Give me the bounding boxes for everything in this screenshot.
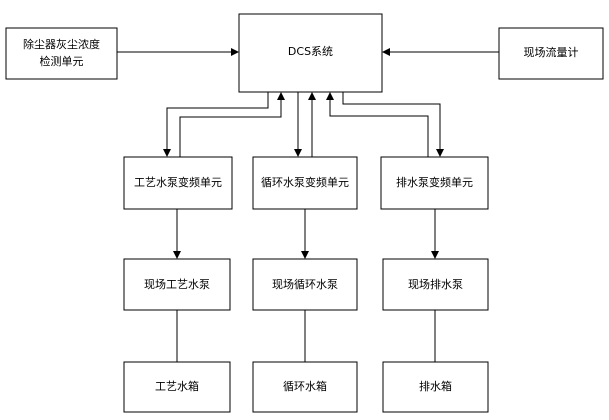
node-dcs-system: DCS系统 [238,13,383,93]
node-circulation-vfd: 循环水泵变频单元 [252,156,358,210]
node-process-vfd-label: 工艺水泵变频单元 [134,175,222,189]
node-process-vfd: 工艺水泵变频单元 [123,156,233,210]
node-process-pump-label: 现场工艺水泵 [144,277,210,291]
node-drain-vfd-label: 排水泵变频单元 [396,175,473,189]
node-circulation-pump: 现场循环水泵 [252,258,358,311]
arrow-dcs-to-drain-vfd [342,92,444,157]
node-flowmeter-label: 现场流量计 [524,45,579,59]
node-drain-pump: 现场排水泵 [382,258,489,311]
node-flowmeter: 现场流量计 [498,27,604,80]
node-circulation-vfd-label: 循环水泵变频单元 [261,175,349,189]
node-process-tank-label: 工艺水箱 [155,379,199,393]
node-dcs-system-label: DCS系统 [288,45,333,58]
arrow-drain-vfd-to-pump [431,209,439,259]
node-circulation-pump-label: 现场循环水泵 [272,277,338,291]
node-drain-vfd: 排水泵变频单元 [380,156,489,210]
node-drain-pump-label: 现场排水泵 [408,277,463,291]
arrow-flowmeter-to-dcs [382,48,499,56]
arrow-dust-monitor-to-dcs [117,48,239,56]
arrow-dcs-to-process-vfd [163,92,269,157]
node-dust-monitor: 除尘器灰尘浓度 检测单元 [5,27,118,80]
arrow-circulation-vfd-to-dcs [308,92,316,157]
arrow-circulation-vfd-to-pump [301,209,309,259]
node-process-pump: 现场工艺水泵 [123,258,231,311]
arrow-dcs-to-circulation-vfd [294,92,302,157]
node-drain-tank: 排水箱 [382,361,489,413]
node-dust-monitor-label-line2: 检测单元 [40,54,84,68]
arrow-drain-vfd-to-dcs [326,92,429,157]
arrow-process-vfd-to-pump [173,209,181,259]
node-drain-tank-label: 排水箱 [419,379,452,393]
node-dust-monitor-label-line1: 除尘器灰尘浓度 [23,37,100,51]
arrow-process-vfd-to-dcs [179,92,285,157]
node-circulation-tank: 循环水箱 [252,361,358,413]
node-circulation-tank-label: 循环水箱 [283,379,327,393]
node-process-tank: 工艺水箱 [123,361,231,413]
